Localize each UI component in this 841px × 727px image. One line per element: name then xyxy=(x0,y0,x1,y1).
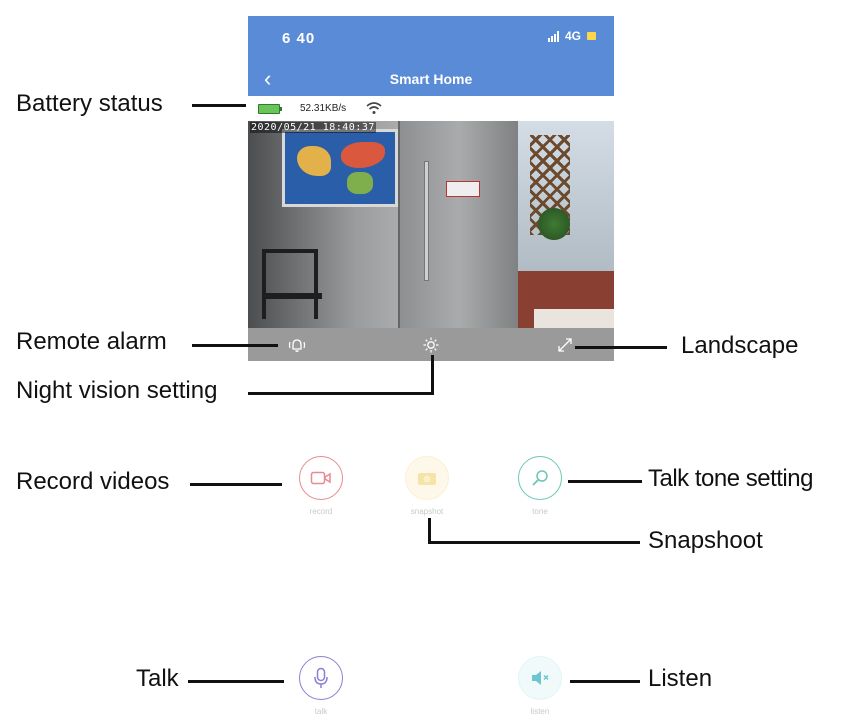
alarm-bell-icon[interactable] xyxy=(286,334,308,356)
transfer-speed: 52.31KB/s xyxy=(300,103,347,114)
fullscreen-expand-icon[interactable] xyxy=(554,334,576,356)
battery-icon xyxy=(258,104,282,114)
record-caption: record xyxy=(309,507,333,516)
callout-talk: Talk xyxy=(136,665,179,692)
microphone-icon xyxy=(314,667,328,688)
video-door xyxy=(398,121,518,328)
speaker-muted-icon xyxy=(532,671,549,685)
leader-landscape xyxy=(575,346,667,349)
leader-snapshoot-h xyxy=(428,541,640,544)
tone-wand-icon xyxy=(532,470,548,486)
callout-battery-status: Battery status xyxy=(16,90,163,117)
snapshot-button[interactable] xyxy=(405,456,449,500)
leader-talk-tone xyxy=(568,480,642,483)
video-plant xyxy=(534,207,574,241)
info-bar: 52.31KB/s xyxy=(248,96,614,121)
status-right: 4G xyxy=(547,29,596,43)
page-title: Smart Home xyxy=(389,71,473,87)
signal-icon xyxy=(547,30,559,42)
status-time: 6 40 xyxy=(282,30,316,47)
video-timestamp: 2020/05/21 18:40:37 xyxy=(250,122,376,133)
listen-button[interactable] xyxy=(518,656,562,700)
callout-night-vision: Night vision setting xyxy=(16,377,218,404)
leader-night-vision-v xyxy=(431,355,434,395)
night-vision-icon[interactable] xyxy=(420,334,442,356)
leader-remote-alarm xyxy=(192,344,278,347)
video-control-bar xyxy=(248,328,614,361)
phone-screen: 6 40 4G ‹ Smart Home 52.31KB/s xyxy=(248,16,614,361)
callout-snapshoot: Snapshoot xyxy=(648,527,763,554)
video-chair xyxy=(262,249,322,319)
callout-remote-alarm: Remote alarm xyxy=(16,328,167,355)
status-bar: 6 40 4G xyxy=(248,16,614,62)
tone-caption: tone xyxy=(532,507,548,516)
talk-tone-button[interactable] xyxy=(518,456,562,500)
video-desk xyxy=(534,309,614,328)
network-type: 4G xyxy=(564,29,581,43)
talk-caption: talk xyxy=(314,707,328,716)
callout-landscape: Landscape xyxy=(681,332,799,359)
snapshot-caption: snapshot xyxy=(410,507,444,516)
title-bar: ‹ Smart Home xyxy=(248,62,614,96)
video-map xyxy=(282,129,398,207)
leader-snapshoot-v xyxy=(428,518,431,544)
leader-night-vision-h xyxy=(248,392,434,395)
status-battery-icon xyxy=(587,32,596,40)
callout-talk-tone: Talk tone setting xyxy=(648,465,813,492)
callout-record-videos: Record videos xyxy=(16,468,170,495)
video-door-handle xyxy=(424,161,429,281)
leader-talk xyxy=(188,680,284,683)
video-door-sign xyxy=(446,181,480,197)
camera-icon xyxy=(418,473,436,485)
video-camera-icon xyxy=(310,471,331,485)
leader-record-videos xyxy=(190,483,282,486)
camera-video-feed[interactable]: 2020/05/21 18:40:37 xyxy=(248,121,614,328)
back-arrow-icon[interactable]: ‹ xyxy=(264,66,272,91)
wifi-icon xyxy=(366,102,382,114)
listen-caption: listen xyxy=(530,707,550,716)
talk-button[interactable] xyxy=(299,656,343,700)
leader-battery-status xyxy=(192,104,246,107)
leader-listen xyxy=(570,680,640,683)
record-video-button[interactable] xyxy=(299,456,343,500)
callout-listen: Listen xyxy=(648,665,713,692)
